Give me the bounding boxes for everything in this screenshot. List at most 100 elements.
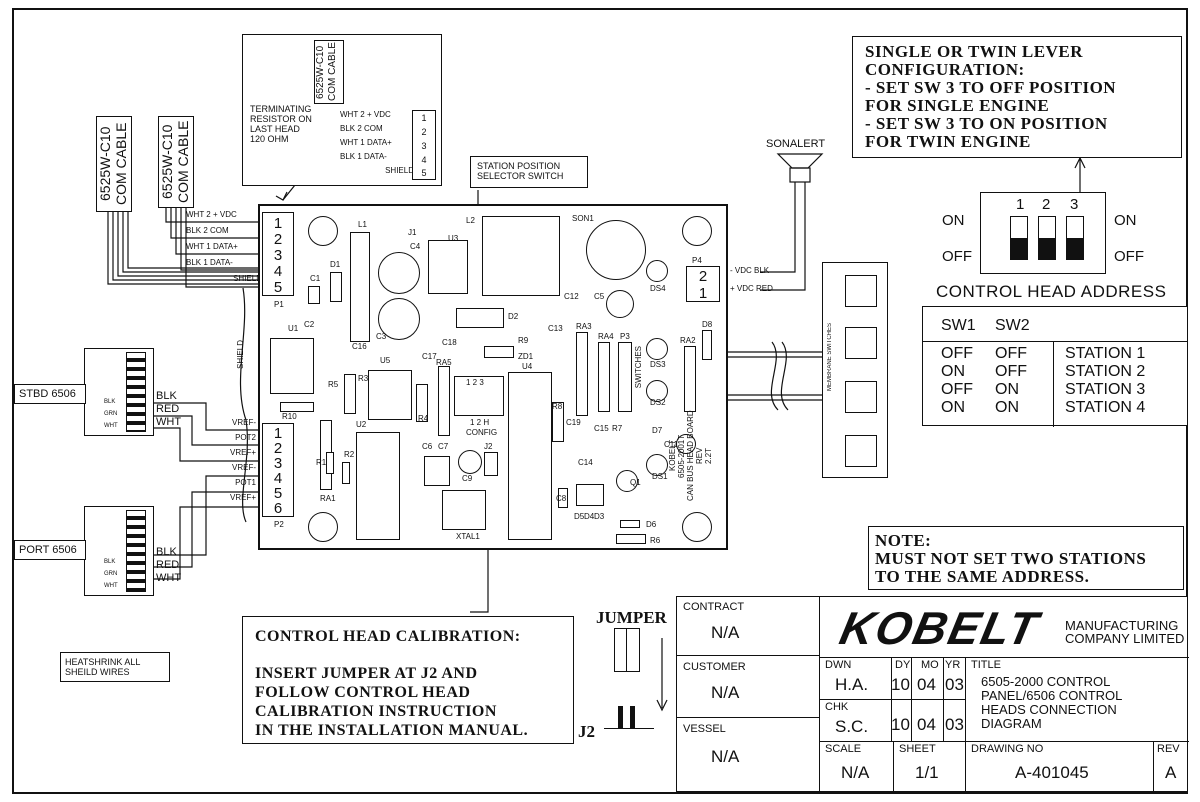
address-sw1-col: OFF ON OFF ON	[941, 345, 973, 417]
ref-label: D6	[646, 520, 657, 529]
address-note-line: MUST NOT SET TWO STATIONS	[875, 549, 1147, 568]
top-wire-label: BLK 1 DATA-	[340, 152, 387, 161]
capacitor-c11	[676, 434, 696, 454]
top-terminal-pin: 3	[421, 141, 427, 151]
calibration-line: IN THE INSTALLATION MANUAL.	[255, 722, 529, 739]
top-terminal-pin: 2	[421, 127, 427, 137]
config-note: SINGLE OR TWIN LEVER CONFIGURATION: - SE…	[852, 36, 1182, 158]
p2-pin: 4	[273, 470, 283, 487]
top-terminal-pin: 4	[421, 155, 427, 165]
stbd-label: STBD 6506	[14, 384, 86, 404]
ref-label: D8	[702, 320, 713, 329]
cable-label-left-a: 6525W-C10 COM CABLE	[96, 116, 132, 212]
address-table-divider	[1053, 341, 1054, 427]
top-terminal-pin: 5	[421, 168, 427, 178]
calibration-line: INSERT JUMPER AT J2 AND	[255, 665, 478, 682]
date-header-mo: MO	[921, 659, 939, 671]
dip-toggle-3[interactable]	[1066, 216, 1084, 260]
resistor-array-ra3	[576, 332, 588, 416]
scale-value: N/A	[841, 763, 870, 782]
address-station-cell: STATION 4	[1065, 399, 1146, 416]
ref-label: D3	[594, 512, 605, 521]
drawing-title-line: DIAGRAM	[981, 716, 1042, 731]
diode-d6	[620, 520, 640, 528]
port-wire-labels: BLK RED WHT	[156, 546, 181, 585]
pcb-board: 1 2 3 1 2 H CONFIG L1 J1 L2 SON1 C4 U3 D…	[258, 204, 728, 550]
port-wire-label: BLK	[156, 546, 177, 558]
rev-label: REV	[1157, 743, 1180, 755]
config-note-line: FOR TWIN ENGINE	[865, 132, 1031, 151]
dwn-chk-divider	[819, 699, 965, 700]
config-note-line: SINGLE OR TWIN LEVER	[865, 42, 1083, 61]
address-table: SW1 SW2 OFF ON OFF ON OFF OFF ON ON STAT…	[922, 306, 1188, 427]
ref-label: U4	[522, 362, 533, 371]
drawing-title-line: HEADS CONNECTION	[981, 702, 1117, 717]
terminal-p1: 1 2 3 4 5	[262, 212, 294, 296]
jumper-icon	[614, 628, 640, 672]
pcb-config-label: CONFIG	[466, 428, 498, 437]
scale-row-divider	[819, 741, 1189, 742]
drawing-title: 6505-2000 CONTROL PANEL/6506 CONTROL HEA…	[981, 675, 1122, 731]
membrane-key[interactable]	[845, 435, 877, 467]
drawing-no-value: A-401045	[1015, 763, 1089, 782]
board-text-line: 6505-2001T	[677, 434, 686, 478]
jumper-label: JUMPER	[596, 608, 667, 627]
membrane-key[interactable]	[845, 327, 877, 359]
regulator-u3	[428, 240, 468, 294]
port-terminal-strip	[126, 510, 146, 592]
company-name-line: COMPANY LIMITED	[1065, 631, 1185, 646]
title-block-left-divider	[819, 597, 820, 793]
ref-label: D5	[574, 512, 585, 521]
logo-row-divider	[819, 657, 1189, 658]
resistor-r4	[416, 384, 428, 422]
jumper-header-j2[interactable]	[484, 452, 498, 476]
address-note-line: NOTE:	[875, 531, 932, 550]
pcb-config-numbers: 1 2 H	[470, 418, 490, 427]
dwn-label: DWN	[825, 659, 852, 671]
dip-toggle-2[interactable]	[1038, 216, 1056, 260]
pcb-dip-switch	[454, 376, 504, 416]
ref-label: C17	[422, 352, 437, 361]
title-label: TITLE	[971, 659, 1001, 671]
station-selector-line: SELECTOR SWITCH	[477, 171, 564, 181]
address-sw2-cell: OFF	[995, 345, 1027, 362]
ref-label: SON1	[572, 214, 594, 223]
top-wire-labels: WHT 2 + VDC BLK 2 COM WHT 1 DATA+ BLK 1 …	[340, 110, 414, 180]
capacitor-c6-c7	[424, 456, 450, 486]
date-header-yr: YR	[945, 659, 961, 671]
address-sw2-cell: OFF	[995, 363, 1027, 380]
dip-toggle-1[interactable]	[1010, 216, 1028, 260]
membrane-key[interactable]	[845, 381, 877, 413]
chip-u2	[356, 432, 400, 540]
terminal-p2: 1 2 3 4 5 6	[262, 423, 294, 517]
ref-label: L2	[466, 216, 475, 225]
address-sw1-cell: OFF	[941, 345, 973, 362]
jumper-icon-divider	[626, 628, 627, 672]
port-small-label: BLK	[104, 559, 116, 565]
ref-label: R3	[358, 374, 369, 383]
p2-pin: 2	[273, 440, 283, 457]
stbd-small-labels: BLK GRN WHT	[104, 396, 118, 432]
inductor-l2	[482, 216, 560, 296]
buzzer-son1	[586, 220, 646, 280]
switches-label: SWITCHES	[634, 346, 643, 389]
cable-label-top-line2: COM CABLE	[327, 42, 338, 102]
heatshrink-line: SHEILD WIRES	[65, 667, 130, 677]
board-text-line: KOBELT	[668, 440, 677, 472]
address-note-line: TO THE SAME ADDRESS.	[875, 567, 1090, 586]
address-sw1-cell: ON	[941, 363, 965, 380]
control-head-address-title: CONTROL HEAD ADDRESS	[936, 282, 1167, 301]
mounting-hole	[682, 512, 712, 542]
terminating-line: TERMINATING	[250, 104, 312, 114]
sheet-label: SHEET	[899, 743, 936, 755]
p2-pin: 1	[273, 425, 283, 442]
p1-pin: 2	[273, 231, 283, 248]
p1-wire-label: SHIELD	[233, 274, 262, 283]
ref-label: C6	[422, 442, 433, 451]
ref-label: ZD1	[518, 352, 534, 361]
membrane-key[interactable]	[845, 275, 877, 307]
crystal-xtal1	[442, 490, 486, 530]
ref-label: C8	[556, 494, 567, 503]
calibration-title: CONTROL HEAD CALIBRATION:	[255, 628, 521, 645]
cable-label-left-b: 6525W-C10 COM CABLE	[158, 116, 194, 208]
